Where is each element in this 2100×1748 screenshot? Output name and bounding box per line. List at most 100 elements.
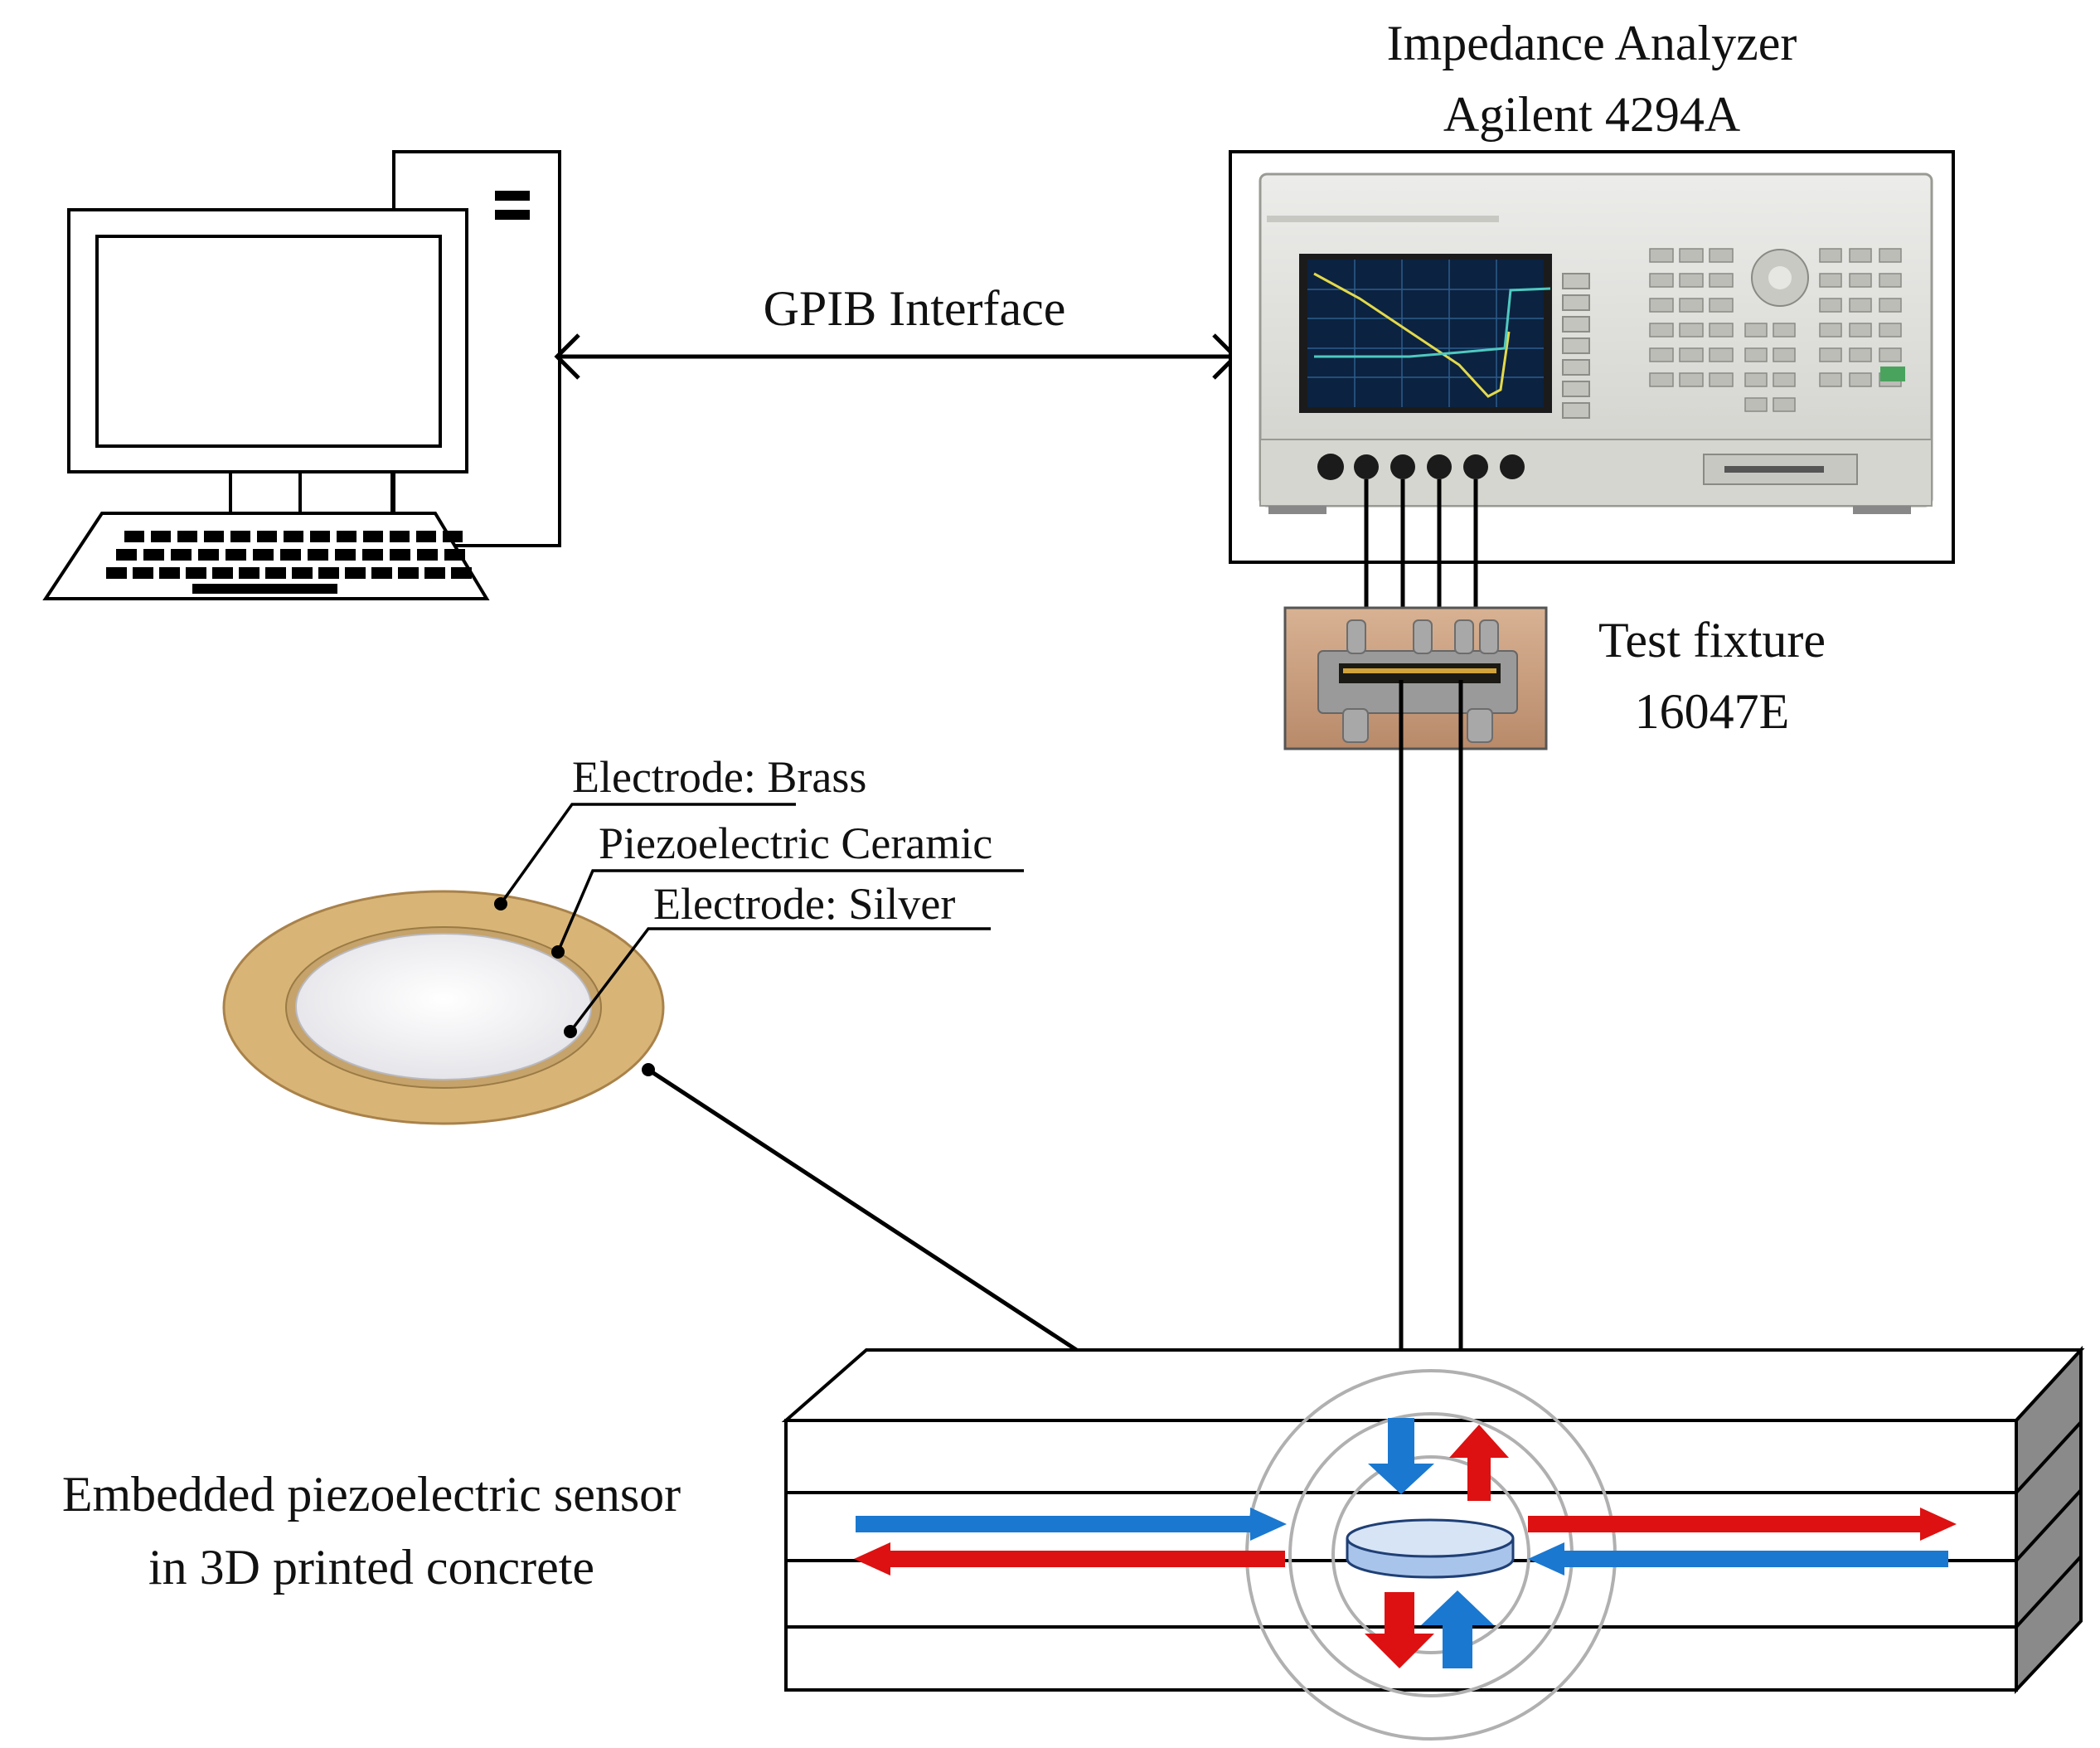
analyzer-key — [1773, 347, 1796, 362]
analyzer-key — [1849, 273, 1872, 288]
analyzer-key — [1679, 273, 1704, 288]
analyzer-key — [1819, 273, 1842, 288]
analyzer-key — [1849, 298, 1872, 313]
piezo-disc-icon — [222, 890, 665, 1125]
analyzer-key — [1744, 323, 1768, 337]
keyboard-key — [204, 531, 224, 542]
keyboard-key — [253, 549, 274, 561]
keyboard-key — [116, 549, 137, 561]
keyboard-key — [416, 531, 436, 542]
embedded-subtitle: in 3D printed concrete — [148, 1540, 594, 1595]
embedded-sensor — [1346, 1518, 1515, 1579]
keyboard-key — [143, 549, 164, 561]
analyzer-key — [1679, 372, 1704, 387]
keyboard-key — [363, 531, 383, 542]
analyzer-key — [1679, 323, 1704, 337]
keyboard-key — [390, 531, 410, 542]
analyzer-key — [1679, 248, 1704, 263]
keyboard-key — [198, 549, 219, 561]
keyboard-key — [230, 531, 250, 542]
keyboard-key — [310, 531, 330, 542]
impedance-analyzer-group: Impedance Analyzer Agilent 4294A — [1229, 16, 1955, 564]
analyzer-key — [1879, 323, 1902, 337]
impedance-analyzer-icon — [1259, 172, 1933, 514]
keyboard-key — [177, 531, 197, 542]
keyboard-key — [451, 567, 472, 579]
keyboard-key — [265, 567, 286, 579]
keyboard-key — [151, 531, 171, 542]
keyboard-key — [280, 549, 301, 561]
keyboard-key — [444, 549, 465, 561]
electrode-silver-label: Electrode: Silver — [653, 879, 955, 929]
desktop-computer-icon — [42, 150, 561, 600]
keyboard-key — [345, 567, 366, 579]
analyzer-key — [1879, 298, 1902, 313]
analyzer-key — [1709, 323, 1734, 337]
analyzer-key — [1819, 347, 1842, 362]
piezo-ceramic-label: Piezoelectric Ceramic — [599, 818, 992, 868]
fixture-title: Test fixture — [1598, 613, 1826, 668]
analyzer-key — [1849, 372, 1872, 387]
analyzer-cables — [1364, 479, 1478, 609]
keyboard-key — [362, 549, 383, 561]
analyzer-key — [1849, 347, 1872, 362]
keyboard-key — [257, 531, 277, 542]
keyboard-spacebar — [192, 584, 337, 594]
analyzer-key — [1773, 372, 1796, 387]
analyzer-key — [1849, 248, 1872, 263]
analyzer-key — [1709, 273, 1734, 288]
keyboard-key — [424, 567, 445, 579]
analyzer-key — [1744, 397, 1768, 412]
analyzer-key — [1709, 372, 1734, 387]
analyzer-key — [1649, 347, 1674, 362]
disc-leader-lines — [499, 803, 1024, 1033]
keyboard-key — [159, 567, 180, 579]
analyzer-key — [1879, 273, 1902, 288]
analyzer-key — [1879, 347, 1902, 362]
analyzer-key — [1744, 347, 1768, 362]
keyboard-key — [371, 567, 392, 579]
analyzer-key — [1879, 248, 1902, 263]
analyzer-key — [1709, 298, 1734, 313]
analyzer-key — [1649, 273, 1674, 288]
keyboard-key — [292, 567, 313, 579]
analyzer-key — [1709, 347, 1734, 362]
fixture-model: 16047E — [1635, 684, 1790, 739]
gpib-connection: GPIB Interface — [554, 281, 1239, 380]
keyboard-key — [417, 549, 438, 561]
pc-stand — [229, 470, 394, 515]
analyzer-key — [1744, 372, 1768, 387]
analyzer-key — [1709, 248, 1734, 263]
keyboard-key — [106, 567, 127, 579]
keyboard-key — [337, 531, 356, 542]
keyboard-key — [443, 531, 463, 542]
electrode-brass-label: Electrode: Brass — [572, 752, 866, 802]
keyboard-key — [284, 531, 303, 542]
keyboard-key — [239, 567, 259, 579]
keyboard-key — [226, 549, 246, 561]
analyzer-key — [1819, 298, 1842, 313]
analyzer-key — [1819, 372, 1842, 387]
keyboard-key — [133, 567, 153, 579]
wave-arrows — [854, 1418, 1957, 1668]
keyboard-key — [308, 549, 328, 561]
analyzer-title: Impedance Analyzer — [1387, 16, 1797, 70]
analyzer-key — [1649, 323, 1674, 337]
keyboard-key — [398, 567, 419, 579]
keyboard-key — [212, 567, 233, 579]
keyboard-key — [171, 549, 192, 561]
keyboard-key — [335, 549, 356, 561]
analyzer-key — [1649, 298, 1674, 313]
analyzer-key — [1849, 323, 1872, 337]
analyzer-key — [1649, 248, 1674, 263]
analyzer-key — [1819, 248, 1842, 263]
analyzer-key — [1649, 372, 1674, 387]
keyboard-key — [124, 531, 144, 542]
analyzer-screen — [1307, 260, 1544, 407]
analyzer-key — [1679, 298, 1704, 313]
analyzer-key — [1679, 347, 1704, 362]
gpib-label: GPIB Interface — [764, 281, 1066, 336]
analyzer-key — [1773, 323, 1796, 337]
keyboard-key — [390, 549, 410, 561]
